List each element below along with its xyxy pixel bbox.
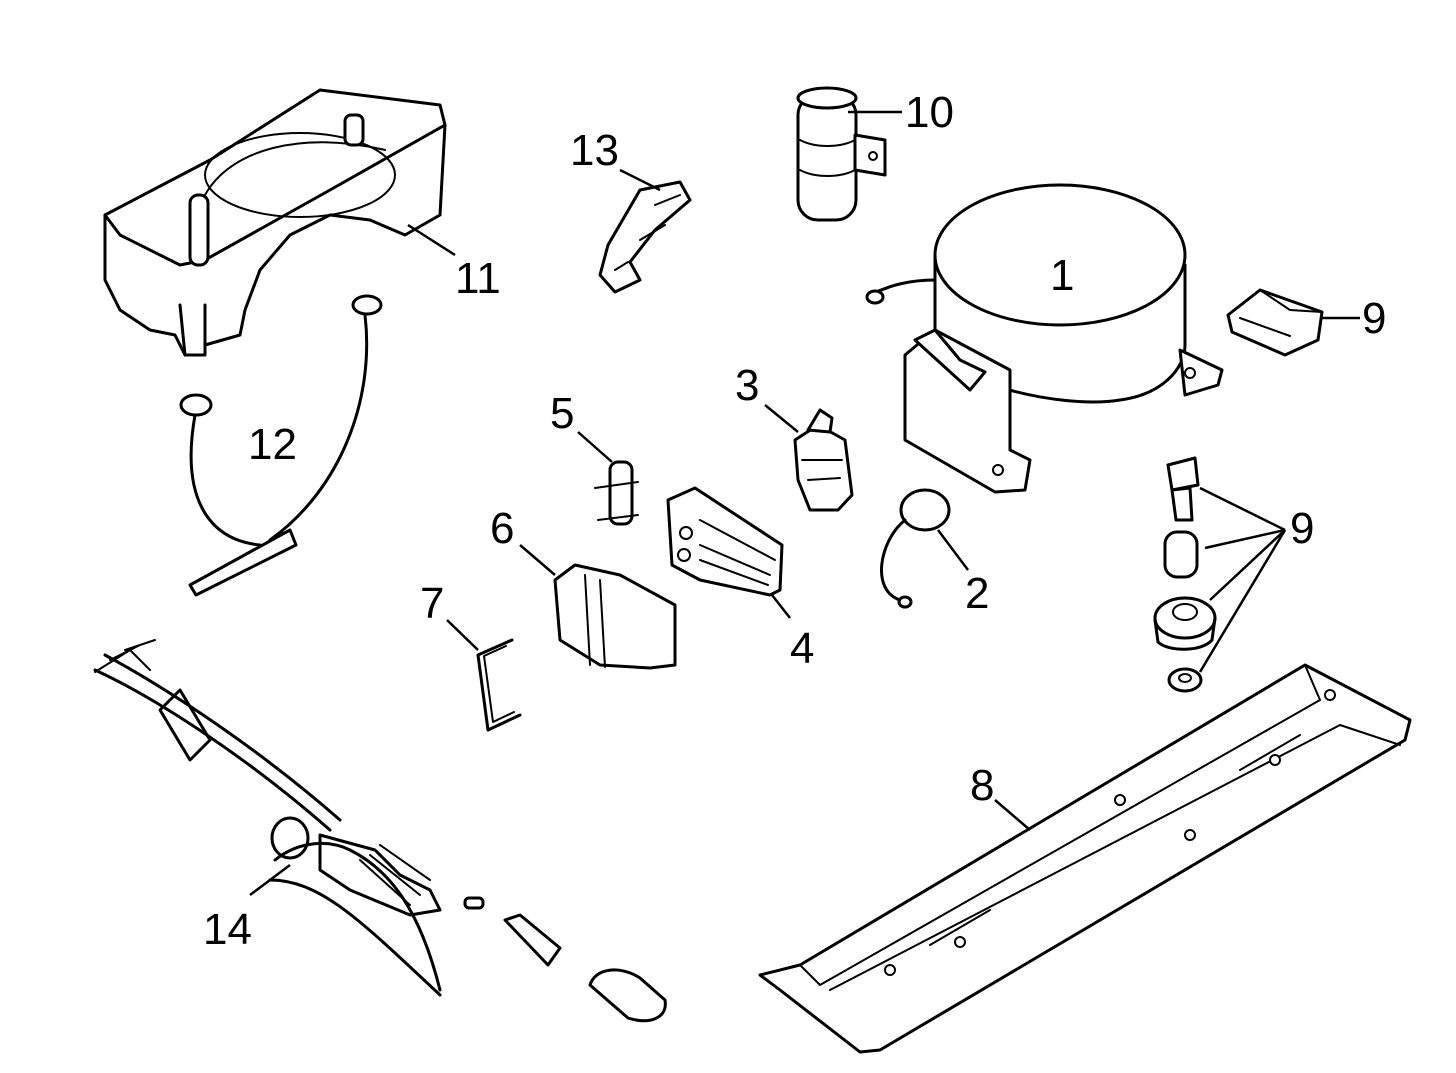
part-11-drip-tray	[103, 88, 447, 357]
callout-1: 1	[1050, 251, 1074, 300]
part-4-relay	[666, 486, 784, 597]
callout-7: 7	[420, 579, 444, 628]
callout-14: 14	[203, 905, 252, 954]
part-5-small-clip	[594, 460, 639, 526]
callout-6: 6	[490, 504, 514, 553]
leader-lines	[249, 110, 1360, 896]
callout-11: 11	[455, 254, 501, 303]
callout-10: 10	[905, 88, 954, 137]
part-2-overload	[880, 488, 951, 609]
callout-3: 3	[735, 361, 759, 410]
part-7-wire-clip	[476, 638, 522, 732]
part-1-compressor	[865, 183, 1224, 494]
callout-12: 12	[248, 420, 297, 469]
callout-4: 4	[790, 624, 814, 673]
part-9-grommet	[1226, 288, 1324, 357]
part-8-base-rail	[758, 663, 1412, 1054]
part-13-bracket-clip	[598, 180, 692, 294]
part-14-wiring-harness	[93, 639, 667, 1023]
part-10-capacitor	[796, 86, 887, 222]
callout-9-grommet: 9	[1362, 294, 1386, 343]
part-6-cover	[553, 563, 677, 670]
part-3-thermostat	[793, 408, 854, 512]
callout-13: 13	[570, 126, 619, 175]
callout-labels: 1 2 3 4 5 6 7 8 9 9 10 11 12 13 14	[203, 88, 1386, 954]
callout-5: 5	[550, 389, 574, 438]
callout-9-hardware: 9	[1290, 504, 1314, 553]
part-9-mounting-hardware	[1153, 456, 1217, 693]
part-12-sensor-tube	[179, 294, 383, 597]
callout-8: 8	[970, 761, 994, 810]
callout-2: 2	[965, 569, 989, 618]
